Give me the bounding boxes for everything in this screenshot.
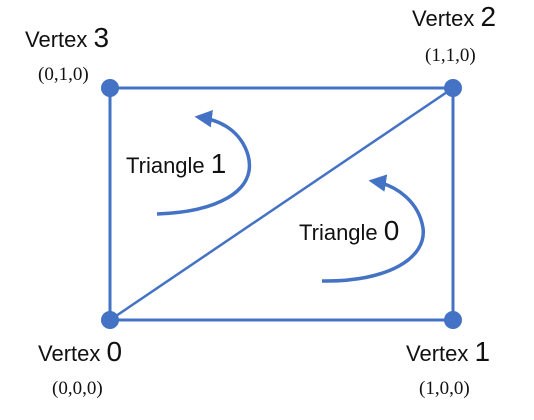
vertex-0-dot: [101, 311, 119, 329]
vertex-1-label: Vertex 1: [406, 336, 490, 367]
vertex-2-label: Vertex 2: [412, 1, 496, 32]
vertex-3-label: Vertex 3: [25, 22, 109, 53]
vertex-3-dot: [101, 79, 119, 97]
vertex-3-coord: (0,1,0): [38, 64, 89, 85]
triangle-1-label: Triangle 1: [126, 148, 226, 179]
edge-diagonal: [109, 86, 454, 322]
vertex-0-label: Vertex 0: [38, 336, 122, 367]
vertex-1-dot: [444, 311, 462, 329]
vertex-0-coord: (0,0,0): [52, 378, 103, 399]
vertex-1-coord: (1,0,0): [419, 378, 470, 399]
vertex-2-dot: [444, 79, 462, 97]
triangle-1-winding-arrow: [156, 110, 252, 216]
triangle-0-label: Triangle 0: [299, 215, 399, 246]
triangle-0-winding-arrow: [321, 174, 425, 283]
vertex-2-coord: (1,1,0): [425, 45, 476, 66]
